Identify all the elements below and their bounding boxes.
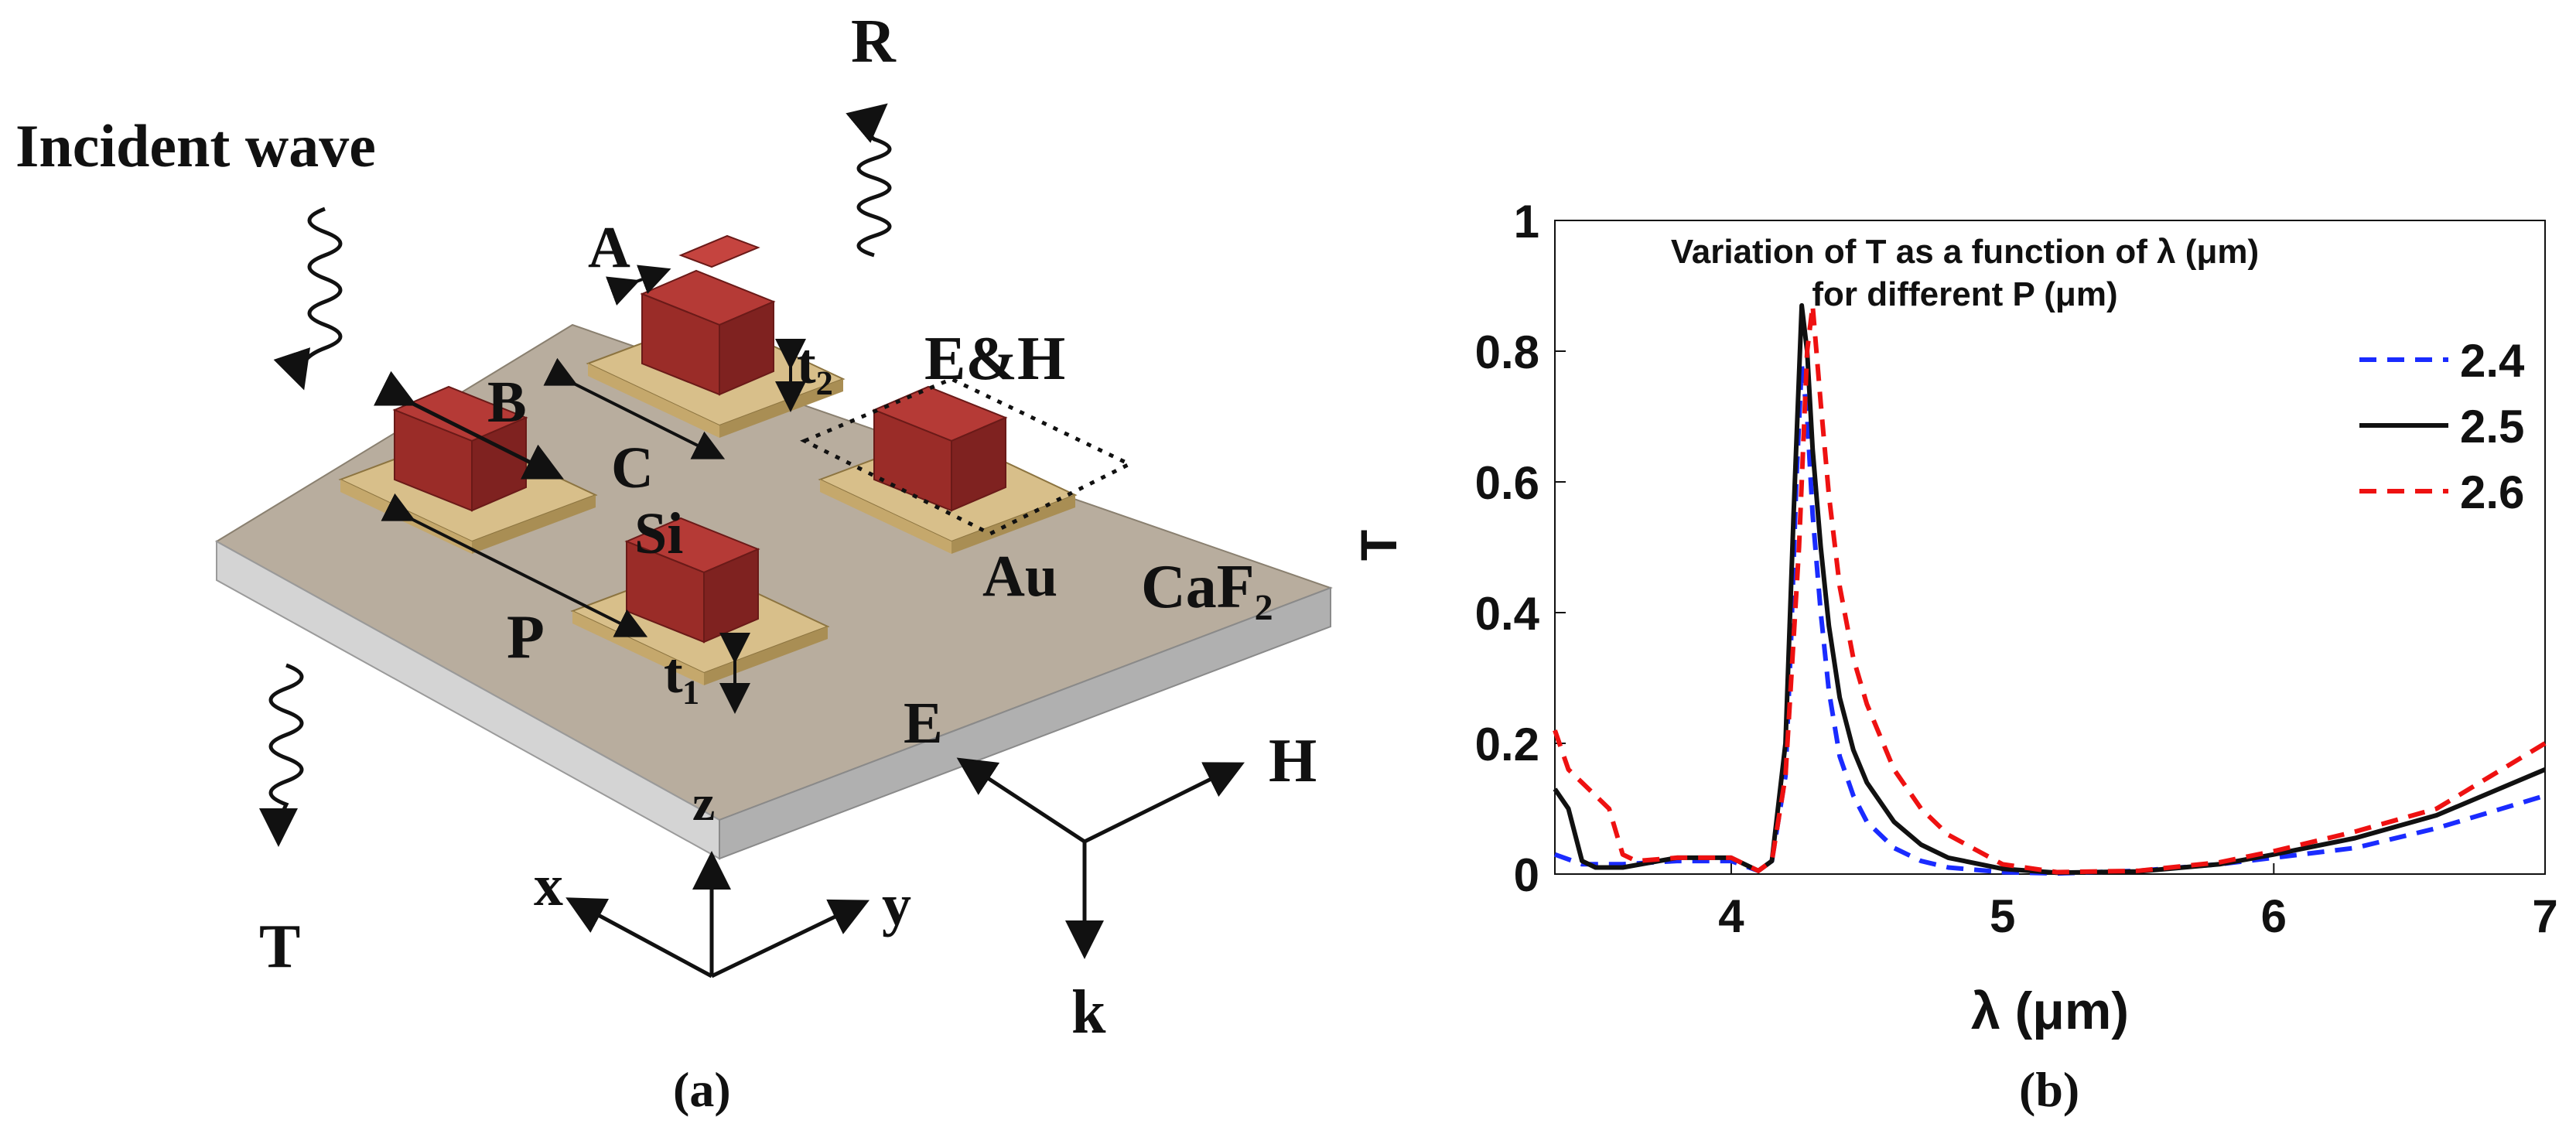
dimension-arrow-p bbox=[381, 493, 648, 637]
transmitted-label: T bbox=[259, 913, 300, 981]
field-eh-label: E&H bbox=[924, 325, 1065, 393]
y-tick-label: 0.2 bbox=[1475, 719, 1539, 770]
x-tick-label: 7 bbox=[2532, 890, 2557, 942]
dimension-c-label: C bbox=[611, 435, 654, 500]
e-field-arrow bbox=[956, 757, 1086, 844]
h-field-arrow bbox=[1083, 762, 1245, 844]
silicon-cross-side bbox=[951, 416, 1006, 512]
gold-pad-side bbox=[951, 495, 1075, 554]
legend-label: 2.4 bbox=[2460, 335, 2525, 387]
series-line-2.4 bbox=[1553, 361, 2546, 876]
x-tick-label: 4 bbox=[1718, 890, 1744, 942]
silicon-cross-face bbox=[678, 234, 760, 268]
gold-label: Au bbox=[982, 544, 1057, 609]
k-vector-label: k bbox=[1071, 978, 1106, 1047]
thickness-t1-label: t₁ bbox=[664, 642, 700, 705]
x-axis-label: λ (μm) bbox=[1971, 982, 2129, 1040]
gold-pad-side bbox=[820, 480, 951, 554]
x-axis-label: x bbox=[534, 853, 563, 918]
dimension-arrow-a bbox=[606, 265, 671, 306]
legend-label: 2.5 bbox=[2460, 401, 2524, 453]
legend: 2.4 2.5 2.6 bbox=[2359, 335, 2525, 518]
reflected-label: R bbox=[851, 8, 897, 76]
dimension-arrow-b bbox=[374, 371, 564, 480]
incident-wave-icon bbox=[273, 207, 343, 391]
y-tick-label: 0.6 bbox=[1475, 457, 1539, 509]
dimension-arrow-c bbox=[543, 357, 726, 459]
substrate-right-side bbox=[719, 586, 1331, 860]
y-axis-arrow bbox=[710, 899, 870, 978]
y-tick-label: 0.8 bbox=[1475, 326, 1539, 378]
e-field-label: E bbox=[904, 691, 943, 756]
z-axis-label: z bbox=[692, 775, 715, 832]
silicon-cross-side bbox=[703, 548, 759, 644]
y-tick-label: 0 bbox=[1514, 849, 1539, 901]
incident-wave-label: Incident wave bbox=[15, 112, 376, 179]
y-axis-label: T bbox=[1350, 530, 1407, 561]
reflected-wave-icon bbox=[846, 103, 892, 258]
y-axis-ticks: 0 0.2 0.4 0.6 0.8 1 bbox=[1475, 196, 1566, 901]
plot-area bbox=[1554, 220, 2546, 875]
x-tick-label: 6 bbox=[2261, 890, 2287, 942]
period-p-label: P bbox=[507, 603, 545, 671]
h-field-label: H bbox=[1269, 727, 1317, 795]
y-axis-label: y bbox=[882, 873, 911, 937]
thickness-t2-label: t₂ bbox=[797, 333, 833, 396]
chart-title-line-1: Variation of T as a function of λ (μm) bbox=[1671, 233, 2259, 271]
silicon-label: Si bbox=[634, 501, 683, 566]
legend-label: 2.6 bbox=[2460, 466, 2524, 518]
x-axis-ticks: 4 5 6 7 bbox=[1718, 863, 2558, 942]
series-line-2.6 bbox=[1553, 302, 2547, 875]
substrate-label: CaF₂ bbox=[1141, 553, 1273, 621]
y-tick-label: 0.4 bbox=[1475, 588, 1540, 640]
panel-a-schematic: Incident wave R T A B C t₂ P t₁ E&H Si A… bbox=[15, 8, 1333, 1117]
dimension-a-label: A bbox=[588, 215, 630, 280]
x-axis-arrow bbox=[565, 897, 713, 978]
y-tick-label: 1 bbox=[1514, 196, 1539, 248]
chart-title-line-2: for different P (μm) bbox=[1812, 275, 2117, 313]
panel-b-chart: 0 0.2 0.4 0.6 0.8 1 4 5 6 7 Variation of T as a … bbox=[1350, 196, 2558, 1117]
transmitted-wave-icon bbox=[259, 663, 304, 847]
unit-cell-right bbox=[818, 385, 1078, 554]
series-line-2.5 bbox=[1553, 302, 2547, 876]
dimension-b-label: B bbox=[487, 370, 527, 435]
panel-b-caption: (b) bbox=[2019, 1062, 2079, 1117]
x-tick-label: 5 bbox=[1990, 890, 2015, 942]
panel-a-caption: (a) bbox=[673, 1062, 731, 1117]
series-lines bbox=[1553, 302, 2547, 876]
